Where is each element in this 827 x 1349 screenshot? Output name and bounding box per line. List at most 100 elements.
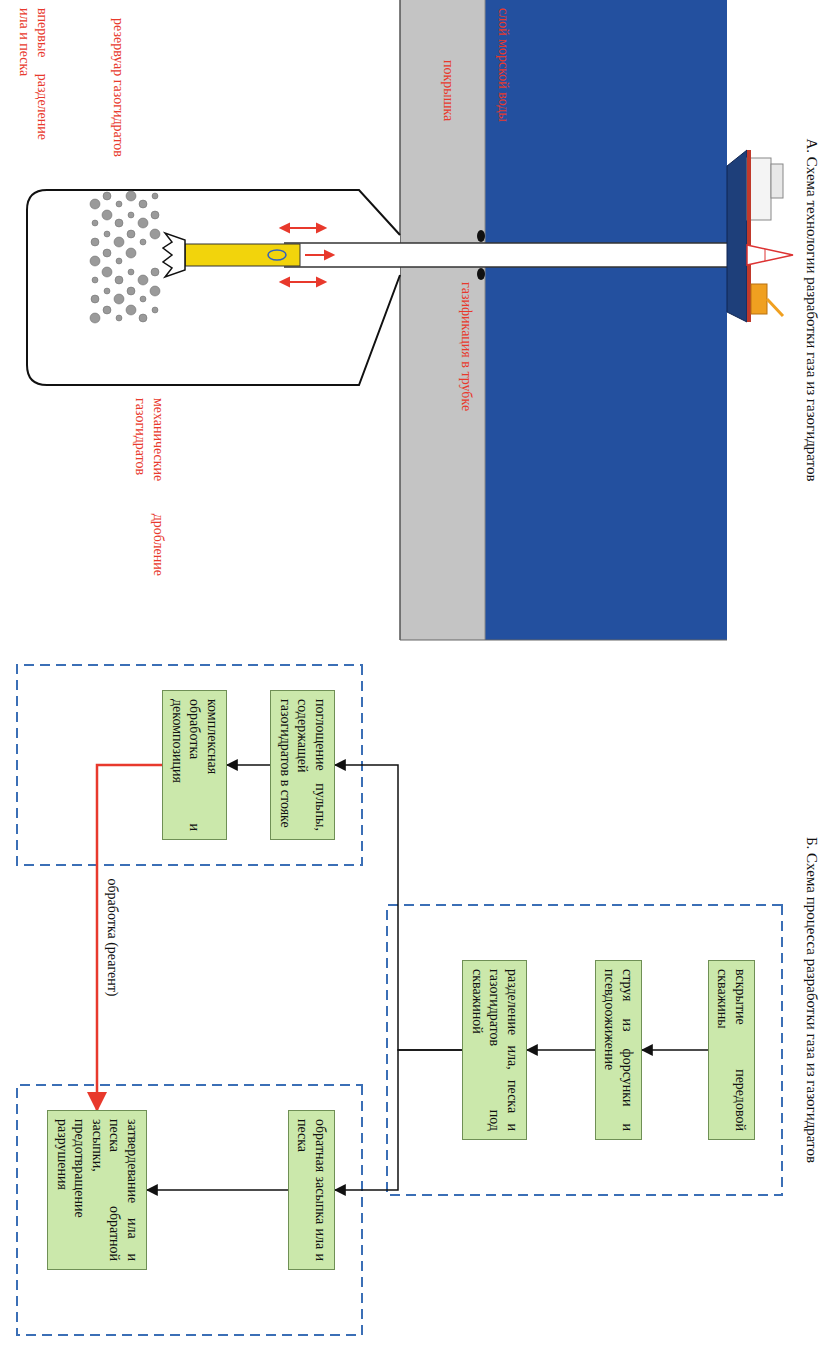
drill-tool-part [268,250,286,260]
ship [727,150,793,322]
particles-part [90,313,100,323]
particles-part [139,200,147,208]
annotation: покрышка [440,60,458,121]
process-box: обратная засыпка ила и песка [288,1110,335,1270]
ship-part [765,249,766,261]
annotation: слой морской воды [495,8,513,122]
particles-part [151,211,159,219]
riser-pipe-part [477,268,485,280]
particles-part [90,199,100,209]
flow-arrow [335,765,462,1050]
particles-part [116,315,122,321]
riser-pipe-part [284,266,739,268]
crushing-arrows-part [287,227,319,229]
particles-part [150,229,160,239]
riser-pipe-part [284,243,739,267]
particles-part [152,307,158,313]
particles-part [103,249,111,257]
sea-and-cover-part [485,0,486,640]
process-box: вскрытие передовой скважины [708,960,755,1140]
particles-part [91,295,99,303]
ship-part [727,150,747,322]
process-box: поглощение пульпы, содержащей газогидрат… [271,690,336,840]
box-text: затвердевание ила и песка обратной засып… [54,1119,142,1261]
crushing-arrows-part [287,281,319,283]
particles-part [104,231,110,237]
sea-and-cover [400,0,727,640]
panel-title: Б. Схема процесса разработки газа из газ… [802,837,821,1163]
process-box: затвердевание ила и песка обратной засып… [48,1110,148,1270]
ship-part [747,245,793,265]
flow-arrow [147,1189,288,1191]
reservoir-outline-part [27,190,400,385]
panel-title: А. Схема технологии разработки газа из г… [802,139,821,482]
ship-part [767,299,783,316]
ship-part [747,150,751,322]
particles-part [138,218,148,228]
reservoir-outline [27,190,400,385]
particles-part [116,201,122,207]
crushing-arrows-part [281,278,289,286]
sea-and-cover-part [399,0,401,640]
particles-part [126,191,136,201]
particles-part [115,219,123,227]
particles-part [92,220,98,226]
edge-label: обработка (реагент) [103,876,120,1000]
reagent-arrow [97,765,162,1110]
box-text: комплексная обработка и декомпозиция [169,699,222,831]
particles-part [151,268,159,276]
particles-part [138,275,148,285]
process-groups-part [17,1085,362,1335]
flow-arrow [335,1050,462,1190]
sea-and-cover-part [485,0,727,640]
sea-and-cover-part [400,640,727,641]
riser-pipe-part [284,242,739,244]
box-text: поглощение пульпы, содержащей газогидрат… [277,699,330,831]
annotation: резервуар газогидратов [110,18,128,157]
particles-part [128,269,134,275]
drill-tool-part [163,233,185,277]
annotation: впервые разделение ила и песка [16,8,51,140]
particles-part [114,294,124,304]
particles-part [126,305,136,315]
flow-arrow [642,1049,708,1051]
particles-part [102,267,112,277]
particles-part [127,230,135,238]
particles-part [139,314,147,322]
particles-part [152,193,158,199]
ship-part [751,284,767,314]
particles-part [115,276,123,284]
particles-part [116,258,122,264]
riser-pipe-part [477,230,485,242]
particles-part [128,212,134,218]
riser-pipe [284,230,739,280]
crushing-arrows-part [317,278,325,286]
process-groups-part [17,665,362,865]
particles-part [104,288,110,294]
drill-tool-part [185,244,300,266]
particles-part [127,287,135,295]
crushing-arrows-part [325,251,333,259]
particles-part [91,238,99,246]
particles-part [126,248,136,258]
flow-arrow [527,1049,595,1051]
crushing-arrows-part [317,224,325,232]
box-text: струя из форсунки и псевдоожижение [601,969,636,1131]
process-box: комплексная обработка и декомпозиция [163,690,228,840]
process-box: струя из форсунки и псевдоожижение [595,960,642,1140]
annotation: газификация в трубке [458,282,476,411]
particles [90,191,160,323]
annotation: механические дробление газогидратов [132,398,167,576]
particles-part [103,306,111,314]
particles-part [103,192,111,200]
process-box: разделение ила, песка и газогидратов под… [463,960,528,1140]
box-text: разделение ила, песка и газогидратов под… [469,969,522,1131]
crushing-arrows-part [281,224,289,232]
particles-part [150,286,160,296]
particles-part [114,237,124,247]
drill-tool [163,233,300,277]
particles-part [140,296,146,302]
